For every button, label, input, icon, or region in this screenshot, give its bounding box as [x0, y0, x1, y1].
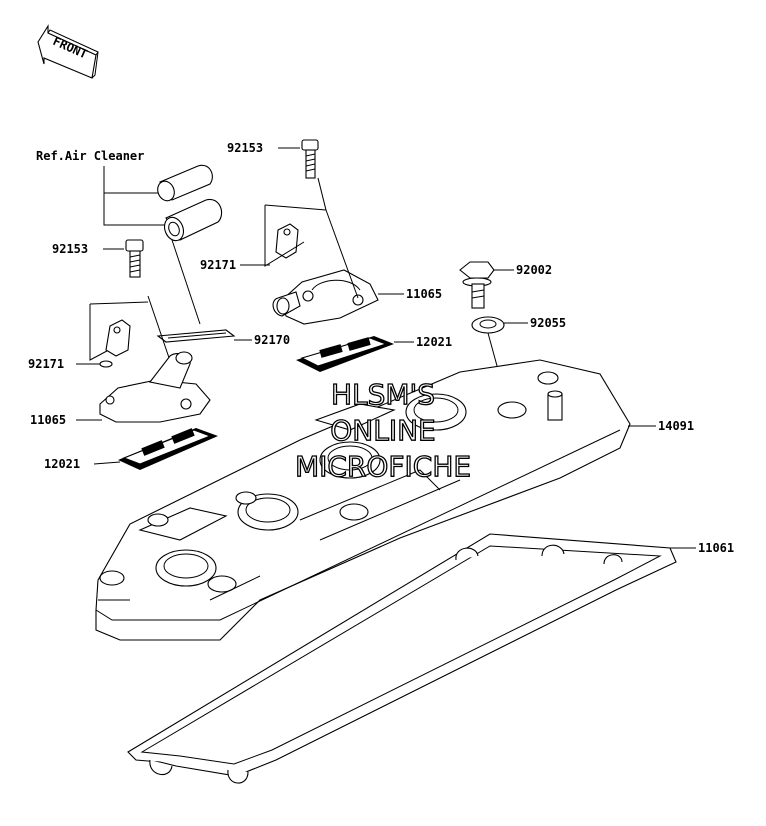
callout-11065-left: 11065 — [30, 413, 66, 427]
watermark-line2: ONLINE — [330, 414, 435, 447]
watermark-line1: HLSM'S — [331, 378, 435, 411]
reed-valve-cover-11065-right — [272, 269, 379, 325]
callout-12021-right: 12021 — [416, 335, 452, 349]
callout-12021-left: 12021 — [44, 457, 80, 471]
air-cleaner-hose-lower — [163, 198, 223, 242]
callout-92170: 92170 — [254, 333, 290, 347]
cover-gasket-11061 — [127, 533, 677, 784]
callout-92153-top: 92153 — [227, 141, 263, 155]
air-cleaner-hose-upper — [157, 164, 213, 202]
cylinder-head-cover-14091 — [95, 359, 631, 641]
reed-valve-12021-left — [118, 428, 218, 470]
callout-14091: 14091 — [658, 419, 694, 433]
reed-valve-12021-right — [296, 336, 394, 372]
gasket-92170 — [156, 329, 236, 343]
watermark-line3: MICROFICHE — [295, 450, 471, 483]
bolt-92153-top — [301, 139, 319, 179]
bolt-92153-left — [125, 239, 144, 278]
callout-92002: 92002 — [516, 263, 552, 277]
washer-92055 — [471, 316, 505, 334]
front-arrow-icon: FRONT — [37, 24, 99, 79]
callout-11065-right: 11065 — [406, 287, 442, 301]
callout-92055: 92055 — [530, 316, 566, 330]
callout-92153-left: 92153 — [52, 242, 88, 256]
callout-11061: 11061 — [698, 541, 734, 555]
ref-air-cleaner-leaders — [103, 166, 168, 226]
bracket-92171-left — [99, 319, 131, 368]
reed-valve-cover-11065-left — [99, 351, 211, 423]
bolt-92002 — [459, 261, 495, 309]
watermark: HLSM'S ONLINE MICROFICHE — [294, 377, 471, 483]
ref-air-cleaner-label: Ref.Air Cleaner — [36, 149, 144, 163]
callout-92171-top: 92171 — [200, 258, 236, 272]
callout-92171-left: 92171 — [28, 357, 64, 371]
